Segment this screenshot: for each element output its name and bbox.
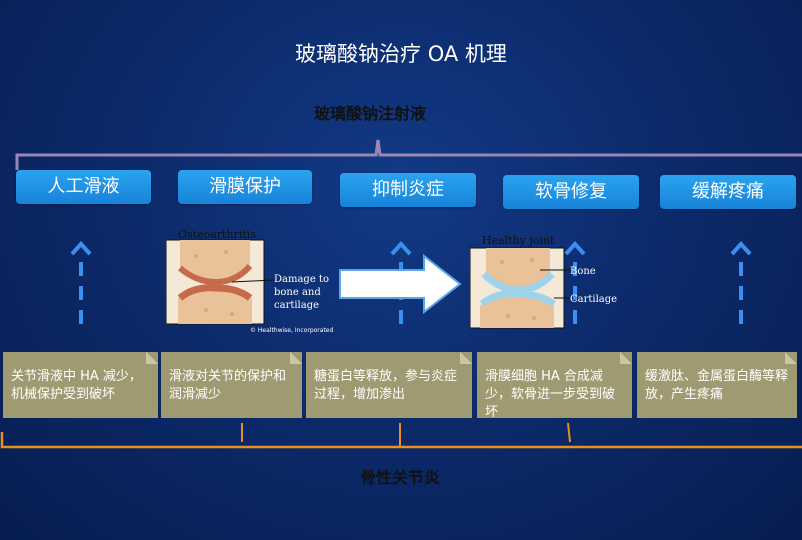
mechanism-box-inhibit-inflammation: 抑制炎症 xyxy=(340,173,476,207)
healthy-joint-image: Healthy joint Bone Cartilage xyxy=(470,234,617,329)
cartilage-label: Cartilage xyxy=(570,294,617,305)
note-box-5: 缓激肽、金属蛋白酶等释放，产生疼痛 xyxy=(637,352,797,418)
osteoarthritis-label-line2: bone and xyxy=(274,287,321,298)
note-text-4: 滑膜细胞 HA 合成减少，软骨进一步受到破坏 xyxy=(485,369,616,420)
page-title: 玻璃酸钠治疗 OA 机理 xyxy=(295,42,507,66)
note-text-3: 糖蛋白等释放，参与炎症过程，增加渗出 xyxy=(314,369,458,402)
note-box-4: 滑膜细胞 HA 合成减少，软骨进一步受到破坏 xyxy=(477,352,632,420)
osteoarthritis-label-line3: cartilage xyxy=(274,300,319,311)
note-text-5: 缓激肽、金属蛋白酶等释放，产生疼痛 xyxy=(645,369,789,402)
dashed-arrow-1 xyxy=(70,241,92,328)
bone-label: Bone xyxy=(570,266,596,277)
healthwise-credit: © Healthwise, Incorporated xyxy=(250,327,333,334)
bottom-label: 骨性关节炎 xyxy=(359,468,440,487)
note-box-3: 糖蛋白等释放，参与炎症过程，增加渗出 xyxy=(306,352,472,418)
osteoarthritis-title: Osteoarthritis xyxy=(178,228,256,241)
dashed-arrow-5 xyxy=(730,241,752,328)
note-box-2: 滑液对关节的保护和润滑减少 xyxy=(161,352,302,418)
mechanism-box-artificial-synovial-fluid: 人工滑液 xyxy=(16,170,151,204)
osteoarthritis-joint-image: Osteoarthritis Damage to bone and cartil… xyxy=(166,228,333,334)
mechanism-box-pain-relief: 缓解疼痛 xyxy=(660,175,796,209)
mechanism-box-synovium-protection: 滑膜保护 xyxy=(178,170,312,204)
healthy-joint-title: Healthy joint xyxy=(482,234,555,247)
mechanism-box-cartilage-repair: 软骨修复 xyxy=(503,175,639,209)
transition-arrow xyxy=(339,254,462,314)
osteoarthritis-label-line1: Damage to xyxy=(274,274,329,285)
note-box-1: 关节滑液中 HA 减少，机械保护受到破坏 xyxy=(3,352,158,418)
top-label: 玻璃酸钠注射液 xyxy=(313,104,426,123)
dashed-arrow-4 xyxy=(564,241,586,328)
note-text-1: 关节滑液中 HA 减少，机械保护受到破坏 xyxy=(11,369,142,402)
note-text-2: 滑液对关节的保护和润滑减少 xyxy=(169,369,287,402)
